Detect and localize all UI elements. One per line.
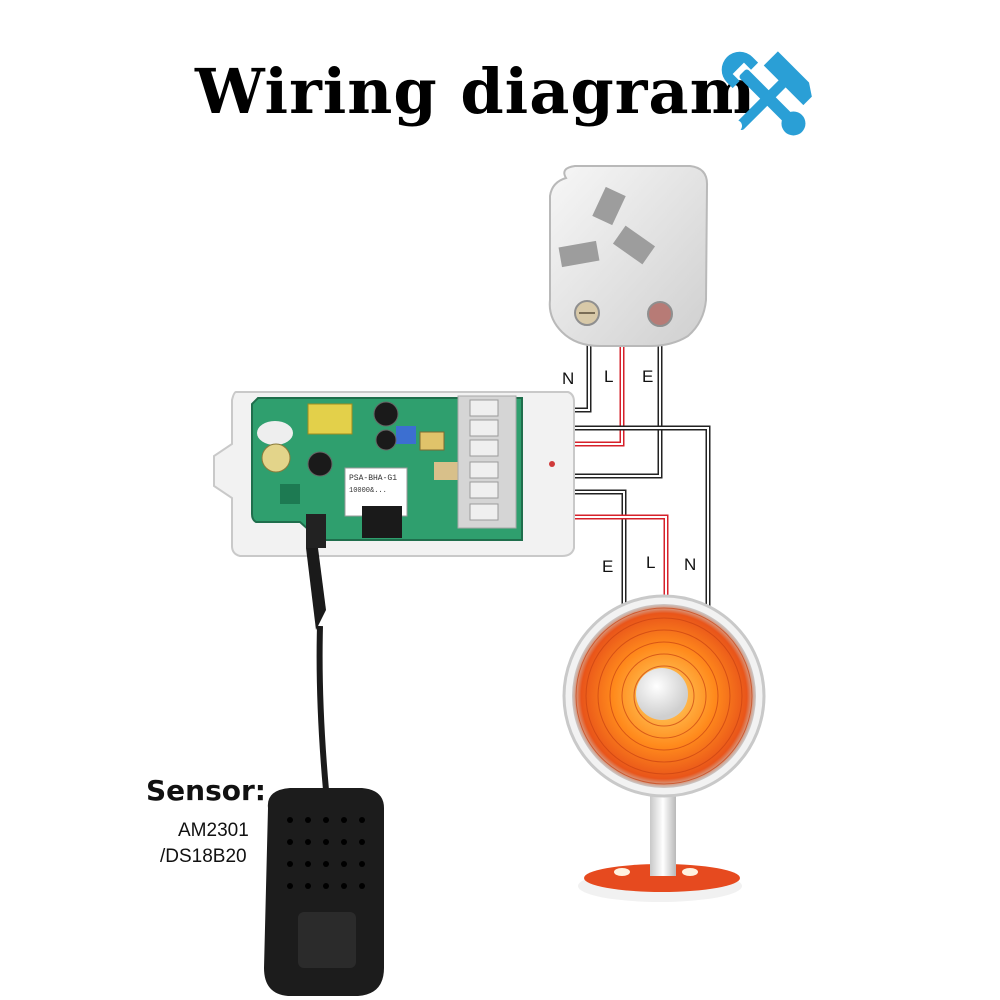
sensor-assembly — [264, 548, 384, 996]
sensor-jack — [306, 514, 326, 548]
heater-knob — [636, 668, 688, 720]
plug-label-n: N — [562, 369, 574, 388]
power-plug — [548, 165, 709, 347]
sensor-heading: Sensor: — [146, 774, 266, 807]
plug-terminal-labels: N L E — [562, 367, 653, 388]
capacitor-blue — [396, 426, 416, 444]
load-label-n: N — [684, 555, 696, 574]
space-heater — [562, 594, 766, 902]
load-terminal-labels: E L N — [602, 553, 696, 576]
plug-pin-neutral — [558, 240, 600, 268]
relay-label-text-2: 10000&... — [349, 487, 387, 495]
jack-plug — [306, 548, 326, 630]
wire-load-neutral — [512, 425, 711, 612]
capacitor-top — [373, 401, 399, 427]
plug-screw-right — [647, 301, 673, 327]
terminal-slots — [469, 399, 499, 521]
qc-sticker — [261, 443, 291, 473]
heater-stand — [650, 790, 676, 876]
load-label-l: L — [646, 553, 655, 572]
sensor-vents — [287, 817, 365, 889]
hammer-wrench-icon — [721, 51, 812, 136]
page-title: Wiring diagram — [195, 55, 757, 128]
sensor-cable — [316, 625, 329, 791]
relay-label-text: PSA-BHA-G1 — [349, 474, 397, 483]
sensor-model-2: /DS18B20 — [160, 846, 247, 867]
indicator-led — [257, 421, 293, 445]
transformer — [307, 403, 353, 435]
sensor-model-1: AM2301 — [178, 820, 249, 841]
load-label-e: E — [602, 557, 613, 576]
plug-pin-live — [612, 225, 656, 265]
plug-label-e: E — [642, 367, 653, 386]
plug-label-l: L — [604, 367, 613, 386]
smart-switch-device: PSA-BHA-G1 10000&... — [213, 391, 575, 557]
relay — [362, 506, 402, 538]
plug-pin-earth — [592, 186, 626, 226]
fuse — [419, 431, 445, 451]
